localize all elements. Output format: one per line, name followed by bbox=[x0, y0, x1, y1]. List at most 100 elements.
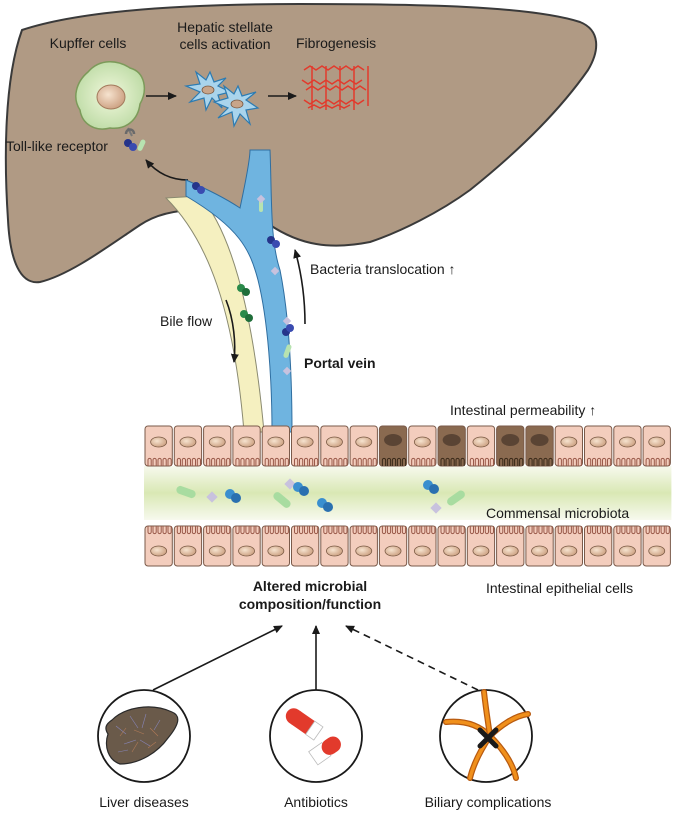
kupffer-cells-label: Kupffer cells bbox=[49, 35, 127, 51]
cell-nucleus bbox=[619, 545, 636, 557]
cell-nucleus bbox=[238, 545, 255, 557]
cell-nucleus bbox=[648, 436, 666, 448]
cell-nucleus bbox=[296, 545, 314, 557]
microvilli bbox=[440, 526, 465, 535]
microvilli bbox=[587, 526, 612, 535]
cell-nucleus bbox=[238, 436, 255, 448]
microvilli bbox=[206, 526, 231, 535]
toll-like-receptor-label: Toll-like receptor bbox=[6, 138, 108, 154]
microvilli bbox=[645, 526, 670, 535]
cell-nucleus bbox=[384, 545, 402, 557]
stellate-cell-icon bbox=[183, 70, 260, 128]
cell-nucleus bbox=[501, 545, 519, 557]
liver bbox=[4, 2, 598, 284]
fibrogenesis-icon bbox=[301, 65, 369, 110]
kupffer-cell-icon bbox=[75, 61, 146, 137]
cell-nucleus bbox=[267, 545, 285, 557]
microvilli bbox=[323, 526, 348, 535]
blocked-duct-icon bbox=[439, 689, 533, 783]
cell-nucleus bbox=[472, 545, 490, 557]
cell-nucleus bbox=[150, 545, 168, 557]
microvilli bbox=[206, 457, 231, 466]
cause-label-biliary-complications: Biliary complications bbox=[424, 794, 552, 810]
microvilli bbox=[557, 457, 582, 466]
cell-nucleus bbox=[560, 545, 578, 557]
cell-nucleus bbox=[208, 436, 226, 448]
vessel-bacteria bbox=[192, 182, 294, 376]
microbial-particle bbox=[430, 502, 442, 514]
cell-nucleus bbox=[472, 436, 490, 448]
cell-nucleus bbox=[413, 545, 431, 557]
epithelial-cells-label: Intestinal epithelial cells bbox=[486, 580, 634, 596]
altered-microbial-line1: Altered microbial bbox=[252, 578, 368, 594]
rod-bacterium bbox=[273, 492, 291, 508]
coccus-bacterium bbox=[429, 484, 439, 494]
microvilli bbox=[587, 457, 612, 466]
arrow-bile-flow bbox=[225, 299, 239, 363]
microbial-particle bbox=[206, 491, 218, 503]
rod-bacterium bbox=[447, 490, 465, 506]
microvilli bbox=[528, 457, 553, 466]
capsule-icon bbox=[269, 689, 363, 783]
microbial-particle bbox=[284, 478, 296, 490]
microvilli bbox=[147, 457, 172, 466]
microvilli bbox=[528, 526, 553, 535]
microvilli bbox=[557, 526, 582, 535]
microvilli bbox=[381, 526, 407, 535]
microvilli bbox=[499, 457, 524, 466]
cell-nucleus bbox=[589, 545, 607, 557]
arrow-liver-diseases bbox=[152, 625, 283, 691]
fibrogenesis-label: Fibrogenesis bbox=[296, 35, 377, 51]
cell-nucleus bbox=[384, 434, 403, 446]
intestinal-permeability-label: Intestinal permeability ↑ bbox=[450, 402, 597, 418]
microvilli bbox=[352, 457, 377, 466]
cause-label-liver-diseases: Liver diseases bbox=[99, 794, 189, 810]
cell-nucleus bbox=[296, 436, 314, 448]
cell-nucleus bbox=[208, 545, 226, 557]
microvilli bbox=[616, 457, 641, 466]
microvilli bbox=[645, 457, 670, 466]
microvilli bbox=[176, 457, 201, 466]
coccus-bacterium bbox=[231, 493, 241, 503]
microvilli bbox=[616, 526, 641, 535]
microvilli bbox=[411, 526, 436, 535]
cell-nucleus bbox=[530, 434, 549, 446]
arrow-biliary-complications bbox=[345, 625, 479, 691]
toll-like-receptor-icon bbox=[124, 128, 146, 151]
microvilli bbox=[294, 526, 319, 535]
microvilli bbox=[323, 457, 348, 466]
epithelial-cell-top bbox=[525, 425, 554, 467]
cell-nucleus bbox=[648, 545, 666, 557]
intestine bbox=[144, 425, 672, 567]
stellate-label-line2: cells activation bbox=[179, 36, 271, 52]
altered-microbial-line2: composition/function bbox=[238, 596, 382, 612]
microvilli bbox=[411, 457, 436, 466]
microvilli bbox=[235, 526, 260, 535]
cell-nucleus bbox=[413, 436, 431, 448]
cell-nucleus bbox=[267, 436, 285, 448]
microvilli bbox=[147, 526, 172, 535]
cell-nucleus bbox=[589, 436, 607, 448]
cell-nucleus bbox=[442, 434, 461, 446]
bacteria-translocation-label: Bacteria translocation ↑ bbox=[310, 261, 456, 277]
microvilli bbox=[264, 457, 289, 466]
rod-bacterium bbox=[176, 485, 196, 499]
cell-nucleus bbox=[150, 436, 168, 448]
coccus-bacterium bbox=[323, 502, 333, 512]
liver-tissue-icon bbox=[97, 689, 191, 783]
cell-nucleus bbox=[326, 436, 343, 448]
microvilli bbox=[264, 526, 289, 535]
portal-vein-label: Portal vein bbox=[304, 355, 376, 371]
microvilli bbox=[352, 526, 377, 535]
microvilli bbox=[440, 457, 465, 466]
cell-nucleus bbox=[179, 436, 197, 448]
stellate-label-line1: Hepatic stellate bbox=[177, 19, 273, 35]
cell-nucleus bbox=[355, 545, 373, 557]
cell-nucleus bbox=[179, 545, 197, 557]
cell-nucleus bbox=[619, 436, 636, 448]
microvilli bbox=[469, 457, 494, 466]
arrow-bacteria-translocation bbox=[293, 249, 306, 325]
microvilli bbox=[499, 526, 524, 535]
